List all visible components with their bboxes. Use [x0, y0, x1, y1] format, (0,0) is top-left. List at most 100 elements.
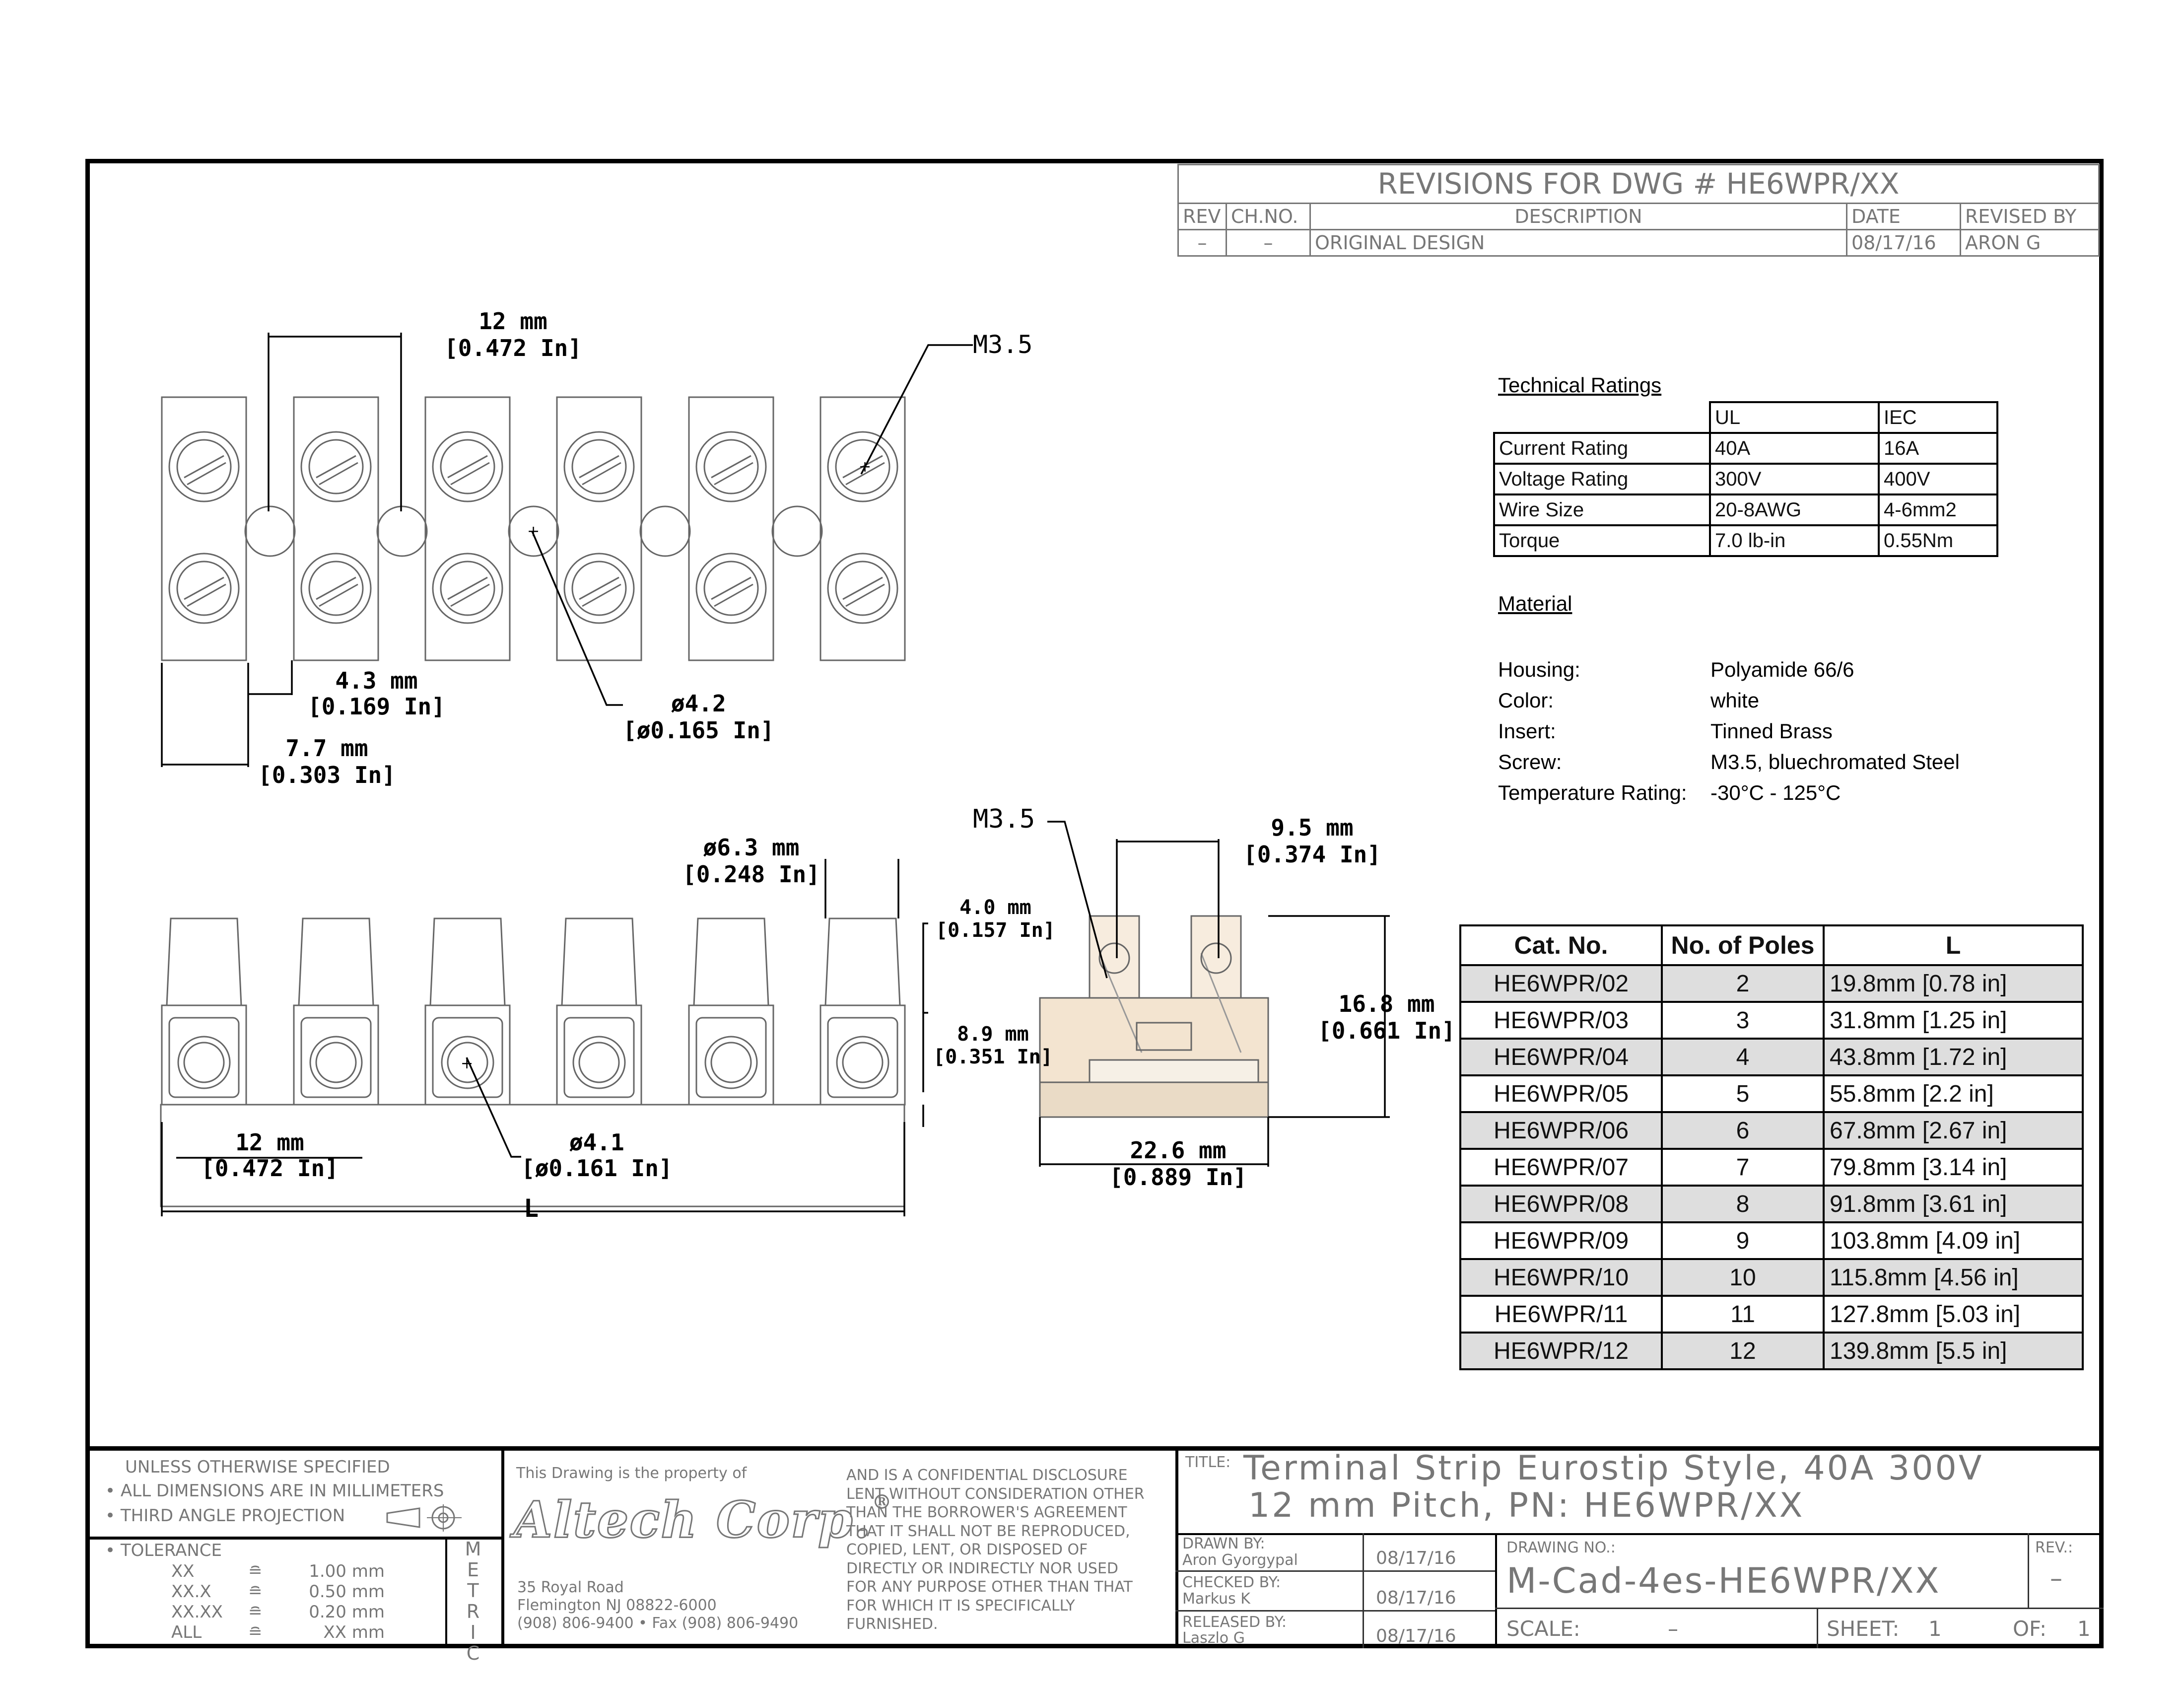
wire-entry-tube — [824, 917, 901, 1006]
dim-hole-bottom-mm: ø4.1 — [569, 1129, 624, 1156]
tech-row-ul: 300V — [1709, 463, 1880, 495]
rev-cell-desc: ORIGINAL DESIGN — [1309, 229, 1847, 257]
dim-89-in: [0.351 In] — [933, 1046, 1053, 1068]
material-row: Color:white — [1498, 685, 1960, 716]
tb-title-line2: 12 mm Pitch, PN: HE6WPR/XX — [1248, 1486, 1805, 1525]
screw-head — [695, 431, 767, 502]
dim-label-gap: 4.3 mm [0.169 In] — [308, 668, 445, 719]
tech-row-ul: 7.0 lb-in — [1709, 524, 1880, 557]
screw-head — [432, 553, 503, 624]
side-base — [1039, 1081, 1269, 1118]
wire-entry-inner — [447, 1042, 488, 1083]
tb-hline-scale — [1495, 1608, 2104, 1609]
cat-cell-L: 139.8mm [5.5 in] — [1823, 1332, 2084, 1370]
cat-cell-catno: HE6WPR/09 — [1459, 1221, 1663, 1260]
tech-row-iec: 4-6mm2 — [1878, 493, 1998, 526]
tol-row: ALL≘XX mm — [171, 1622, 385, 1643]
revisions-block: REVISIONS FOR DWG # HE6WPR/XX REV CH.NO.… — [1177, 164, 2100, 257]
material-label: Screw: — [1498, 750, 1562, 774]
tech-row-iec: 16A — [1878, 432, 1998, 465]
disclosure-line: THAT IT SHALL NOT BE REPRODUCED, — [846, 1522, 1130, 1540]
screw-slot — [711, 455, 751, 479]
screw-slot — [842, 576, 883, 600]
tb-of-label: OF: — [2013, 1617, 2047, 1641]
cat-cell-L: 19.8mm [0.78 in] — [1823, 964, 2084, 1003]
cat-cell-catno: HE6WPR/03 — [1459, 1001, 1663, 1040]
material-label: Housing: — [1498, 658, 1580, 681]
material-value: M3.5, bluechromated Steel — [1710, 750, 1960, 774]
material-heading: Material — [1498, 592, 1572, 615]
tb-property: This Drawing is the property of — [516, 1465, 747, 1482]
address-line: (908) 806-9400 • Fax (908) 806-9490 — [517, 1615, 799, 1632]
cat-header-L: L — [1823, 924, 2084, 966]
wire-entry — [572, 1036, 626, 1089]
material-value: white — [1710, 689, 1760, 712]
material-row: Temperature Rating:-30°C - 125°C — [1498, 777, 1960, 808]
wire-entry — [309, 1036, 363, 1089]
tol-sym: ≘ — [248, 1622, 263, 1642]
tol-grade: XX.X — [171, 1582, 211, 1602]
rev-cell-date: 08/17/16 — [1846, 229, 1961, 257]
side-left-tube — [1089, 915, 1140, 999]
cat-cell-catno: HE6WPR/06 — [1459, 1111, 1663, 1150]
tb-tolerance: • TOLERANCE — [105, 1541, 222, 1560]
screw-slot — [845, 583, 885, 607]
top-terminal-block — [688, 396, 774, 661]
tol-grade: XX.XX — [171, 1602, 223, 1622]
wire-pocket — [168, 1017, 240, 1098]
tol-sym: ≘ — [248, 1582, 263, 1602]
tb-vline-dates — [1495, 1533, 1497, 1648]
third-angle-projection-icon — [386, 1504, 462, 1532]
revisions-title: REVISIONS FOR DWG # HE6WPR/XX — [1177, 164, 2100, 203]
dim-top-pitch-in: [0.472 In] — [444, 335, 582, 361]
screw-slot — [450, 462, 490, 486]
leader-hole-top — [531, 531, 623, 706]
screw-slot — [579, 576, 619, 600]
tb-scale-label: SCALE: — [1506, 1617, 1580, 1641]
dim-tube-in: [0.248 In] — [682, 861, 820, 888]
cat-cell-L: 127.8mm [5.03 in] — [1823, 1295, 2084, 1334]
dim-label-L: L — [524, 1194, 539, 1223]
rev-cell-revisedby: ARON G — [1960, 229, 2100, 257]
tb-checked-name: Markus K — [1182, 1590, 1250, 1608]
tol-sym: ≘ — [248, 1561, 263, 1581]
cat-cell-catno: HE6WPR/12 — [1459, 1332, 1663, 1370]
tb-vline-names — [1363, 1533, 1364, 1648]
screw-head — [300, 553, 372, 624]
dim-hole-top-in: [ø0.165 In] — [623, 717, 774, 744]
cat-cell-catno: HE6WPR/02 — [1459, 964, 1663, 1003]
screw-slot — [187, 462, 226, 486]
cat-cell-poles: 12 — [1661, 1332, 1825, 1370]
tb-divider-1 — [501, 1449, 504, 1648]
screw-slot — [579, 455, 619, 479]
cat-cell-poles: 11 — [1661, 1295, 1825, 1334]
company-name: Altech Corp. — [513, 1490, 872, 1550]
cat-cell-poles: 3 — [1661, 1001, 1825, 1040]
tol-value: XX mm — [323, 1622, 385, 1642]
tb-vline-sheet — [1817, 1608, 1818, 1648]
screw-head-inner — [176, 561, 232, 616]
dim-label-tube: ø6.3 mm [0.248 In] — [682, 834, 820, 888]
altech-logo: Altech Corp.® — [513, 1490, 893, 1550]
material-list: Housing:Polyamide 66/6 Color:white Inser… — [1498, 654, 1960, 808]
material-label: Insert: — [1498, 719, 1556, 743]
screw-slot — [714, 583, 753, 607]
cat-cell-poles: 6 — [1661, 1111, 1825, 1150]
tb-projection: • THIRD ANGLE PROJECTION — [105, 1506, 345, 1526]
cat-cell-L: 31.8mm [1.25 in] — [1823, 1001, 2084, 1040]
front-terminal-body — [819, 1004, 906, 1106]
front-view: + — [160, 917, 906, 1207]
technical-ratings-table: UL IEC Current Rating 40A 16A Voltage Ra… — [1493, 401, 1998, 557]
cat-header-catno: Cat. No. — [1459, 924, 1663, 966]
dim-tube-mm: ø6.3 mm — [703, 834, 800, 861]
tb-hline-left — [85, 1537, 502, 1540]
dim-hole-top-mm: ø4.2 — [671, 690, 726, 717]
rev-cell-chno: – — [1226, 229, 1311, 257]
tol-grade: XX — [171, 1561, 195, 1581]
tb-drawn-date: 08/17/16 — [1376, 1548, 1456, 1568]
screw-head-inner — [440, 439, 495, 494]
